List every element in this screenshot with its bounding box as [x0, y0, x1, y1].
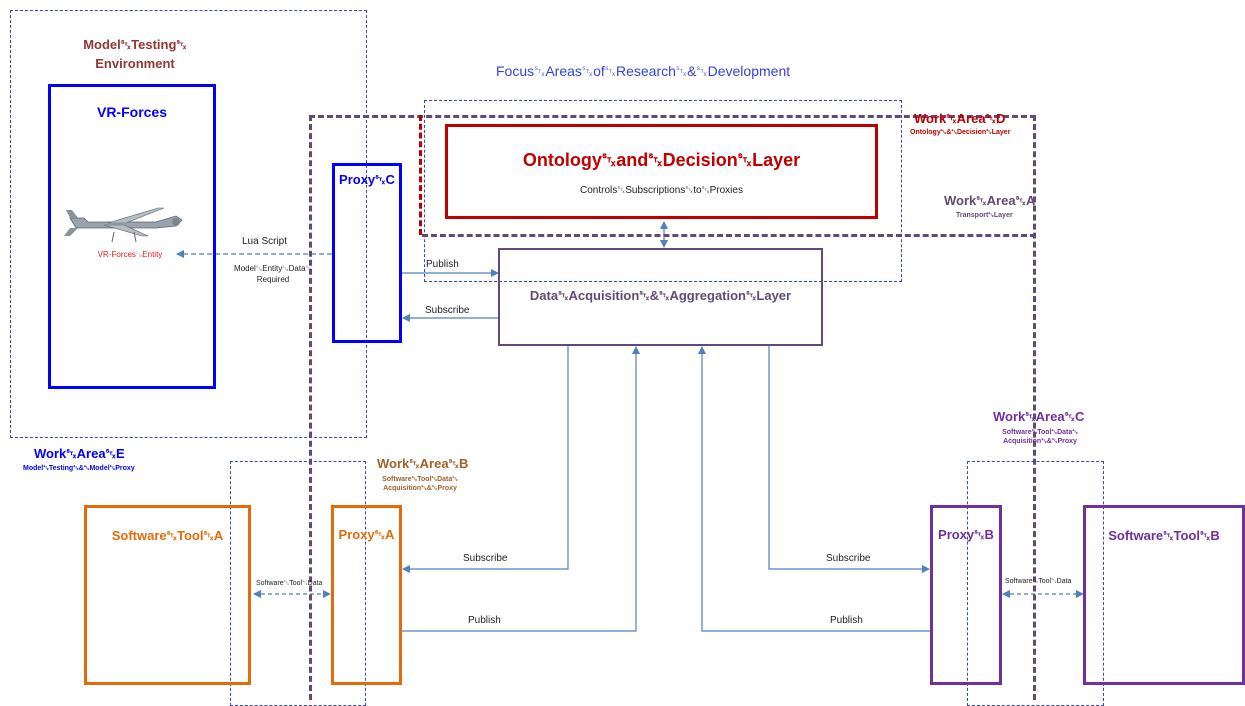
- proxy-a-box: [331, 505, 402, 685]
- work-area-c-title: Work␂Area␂C: [993, 409, 1085, 424]
- drone-icon: [64, 207, 183, 243]
- proxy-a-label: Proxy␂A: [338, 527, 395, 542]
- model-testing-title-line2: Environment: [95, 56, 175, 71]
- focus-areas-region: [424, 100, 902, 282]
- software-tool-data-b-label: Software␂Tool␂Data: [1005, 578, 1072, 585]
- software-tool-data-a-label: Software␂Tool␂Data: [256, 580, 323, 587]
- subscribe-a-label: Subscribe: [463, 553, 508, 564]
- subscribe-b-label: Subscribe: [826, 553, 871, 564]
- transport-layer-top-edge: [422, 234, 1036, 237]
- work-area-b-subtitle: Software␂Tool␂Data␂ Acquisition␂&␂Proxy: [370, 475, 470, 493]
- proxy-c-box: [332, 163, 402, 343]
- publish-a-label: Publish: [468, 615, 501, 626]
- work-area-d-subtitle: Ontology␂&␂Decision␂Layer: [910, 129, 1011, 136]
- work-area-a-title: Work␂Area␂A: [944, 193, 1036, 208]
- work-area-b-subtitle-line1: Software␂Tool␂Data␂: [382, 476, 458, 483]
- model-testing-title-line1: Model␂Testing␂: [83, 37, 187, 52]
- lua-script-label: Lua Script: [242, 236, 288, 247]
- proxy-c-label: Proxy␂C: [339, 172, 395, 187]
- software-tool-b-box: [1083, 505, 1245, 685]
- subscribe-c-label: Subscribe: [425, 305, 470, 316]
- model-testing-environment-region: [10, 10, 367, 438]
- vr-forces-title: VR-Forces: [96, 104, 168, 120]
- work-area-c-subtitle: Software␂Tool␂Data␂ Acquisition␂&␂Proxy: [990, 428, 1090, 446]
- work-area-c-subtitle-line1: Software␂Tool␂Data␂: [1002, 429, 1078, 436]
- lua-script-note: Model␂Entity␂Data␂ Required: [228, 263, 318, 285]
- software-tool-b-label: Software␂Tool␂B: [1108, 528, 1220, 543]
- subscribe-a-arrow: [402, 345, 569, 573]
- work-area-d-title: Work␂Area␂D: [914, 111, 1006, 126]
- software-tool-a-label: Software␂Tool␂A: [111, 528, 224, 543]
- work-area-c-subtitle-line2: Acquisition␂&␂Proxy: [1003, 438, 1077, 445]
- work-area-b-subtitle-line2: Acquisition␂&␂Proxy: [383, 485, 457, 492]
- data-acquisition-layer-box: [498, 248, 823, 346]
- proxy-b-box: [930, 505, 1002, 685]
- transport-layer-region: [309, 115, 1036, 700]
- lua-script-note-line2: Required: [256, 275, 290, 284]
- work-area-a-subtitle: Transport␂Layer: [956, 212, 1013, 219]
- transport-layer-inner-edge: [419, 115, 422, 235]
- proxy-b-label: Proxy␂B: [938, 527, 994, 542]
- publish-c-label: Publish: [426, 259, 459, 270]
- focus-areas-title: Focus␂Areas␂of␂Research␂&␂Development: [496, 63, 791, 79]
- ontology-title: Ontology␂and␂Decision␂Layer: [522, 150, 801, 170]
- vr-forces-entity-label: VR-Forces␂Entity: [97, 250, 163, 259]
- ontology-decision-layer-box: [445, 124, 878, 219]
- subscribe-b-arrow: [768, 345, 930, 573]
- work-area-e-subtitle: Model␂Testing␂&␂Model␂Proxy: [23, 465, 135, 472]
- data-layer-title: Data␂Acquisition␂&␂Aggregation␂Layer: [529, 288, 792, 303]
- model-testing-title: Model␂Testing␂ Environment: [75, 35, 195, 73]
- lua-script-note-line1: Model␂Entity␂Data␂: [234, 264, 312, 273]
- work-area-e-title: Work␂Area␂E: [34, 446, 125, 461]
- publish-b-label: Publish: [830, 615, 863, 626]
- ontology-subtitle: Controls␂Subscriptions␂to␂Proxies: [580, 185, 743, 196]
- work-area-b-title: Work␂Area␂B: [377, 456, 469, 471]
- vr-forces-box: [48, 84, 216, 389]
- software-tool-a-box: [84, 505, 251, 685]
- publish-a-arrow: [402, 346, 640, 632]
- publish-b-arrow: [698, 346, 930, 632]
